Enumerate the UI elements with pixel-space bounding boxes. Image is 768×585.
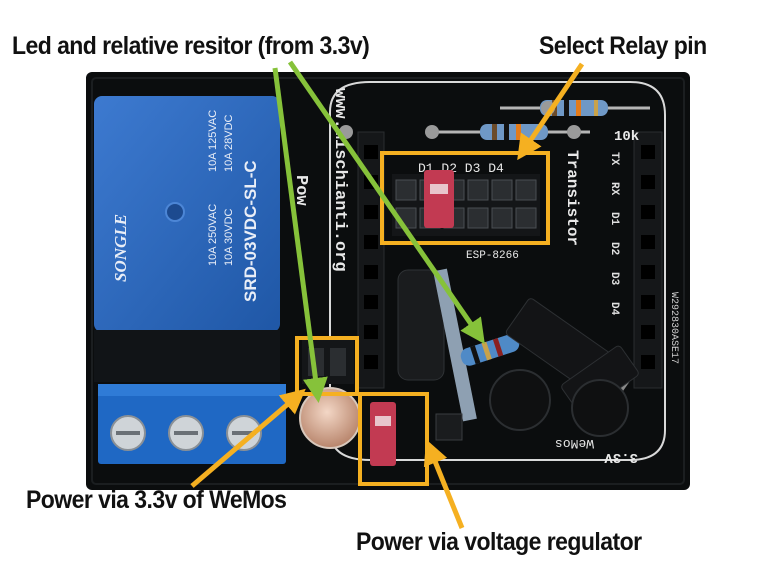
relay-mount-hole	[165, 202, 185, 222]
jumper-relay	[424, 170, 454, 228]
silkscreen-outline	[329, 81, 666, 461]
bottom-label: WeMos	[555, 436, 594, 451]
header-pin-label: RX	[608, 182, 620, 196]
ribbon-wire	[433, 268, 477, 422]
relay-rating-2: 10A 125VAC	[207, 110, 219, 172]
power-label: Pow	[291, 175, 310, 206]
caption-power-regulator: Power via voltage regulator	[356, 528, 642, 556]
relay-brand: SONGLE	[111, 214, 130, 282]
serial-label: W292830ASE17	[668, 292, 679, 364]
caption-select-relay-pin: Select Relay pin	[539, 32, 707, 60]
relay-pin-header	[392, 174, 540, 236]
site-label: www.mischianti.org	[330, 88, 349, 272]
jumper-regulator	[370, 402, 396, 466]
right-header	[633, 131, 663, 389]
capacitor	[489, 369, 551, 431]
header-pin-label: D4	[608, 302, 620, 316]
arrow-power-33v	[190, 388, 306, 488]
caption-led-resistor: Led and relative resitor (from 3.3v)	[12, 32, 370, 60]
relay	[94, 96, 280, 332]
annotation-box-power-regulator	[358, 392, 429, 486]
relay-model: SRD-03VDC-SL-C	[241, 160, 260, 302]
arrow-power-regulator	[423, 439, 465, 529]
terminal-screws	[110, 415, 262, 451]
arrow-led	[272, 67, 328, 403]
resistor-label: 10k	[614, 129, 639, 145]
relay-rating-1: 10A 250VAC	[207, 204, 219, 266]
header-pin-label: D1	[608, 212, 620, 226]
led-resistor	[460, 334, 520, 366]
relay-rating-4: 10A 28VDC	[223, 114, 235, 172]
header-pin-label: D2	[608, 242, 620, 255]
header-pin-label: TX	[608, 152, 620, 166]
transistor-label: Transistor	[563, 150, 581, 246]
relay-rating-3: 10A 30VDC	[223, 208, 235, 266]
regulator-label: 3.3V	[604, 449, 638, 465]
arrow-relay-pin	[517, 62, 585, 161]
left-header	[357, 131, 385, 389]
led	[299, 387, 361, 449]
caption-power-33v: Power via 3.3v of WeMos	[26, 486, 287, 514]
header-pin-label: D3	[608, 272, 620, 286]
arrow-resistor	[287, 60, 485, 345]
module-label: ESP-8266	[466, 250, 519, 262]
